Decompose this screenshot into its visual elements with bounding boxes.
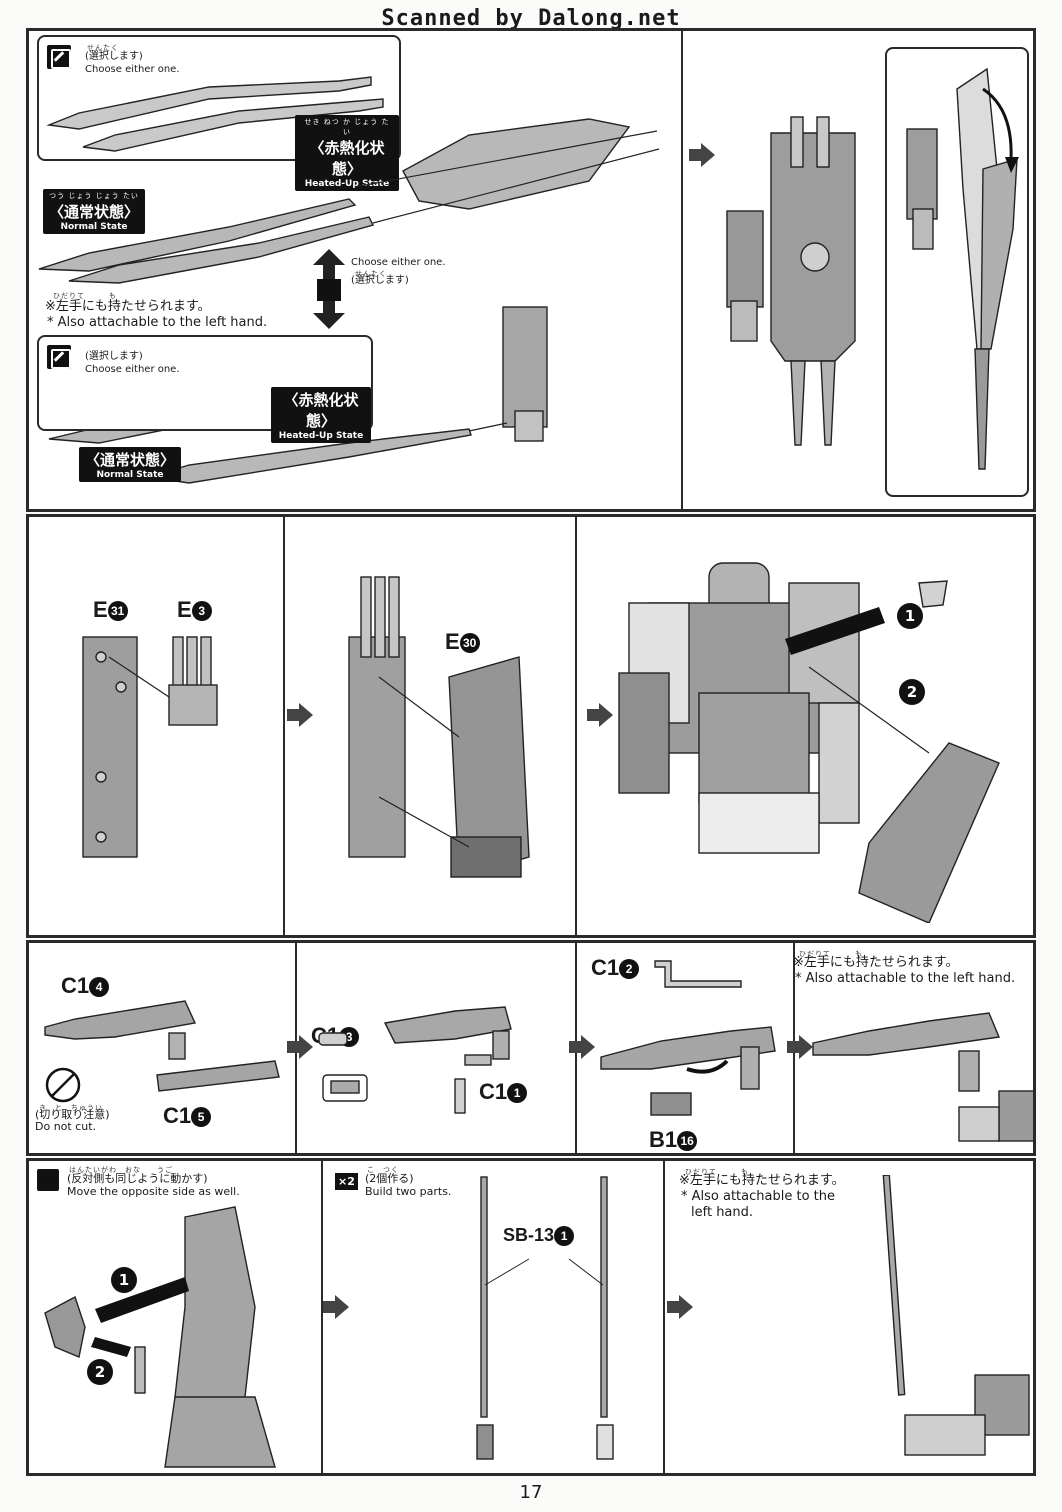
choose-jp-bottom: (選択します) xyxy=(85,351,143,362)
leg-armor-illustration xyxy=(44,1206,276,1468)
do-not-cut-icon xyxy=(45,1067,81,1103)
select-icon xyxy=(47,45,71,69)
left-hand-jp-3: ※左手にも持たせられます。 xyxy=(793,955,959,970)
step-marker-1: 1 xyxy=(111,1267,137,1293)
do-not-cut-jp: (切り取り注意) xyxy=(35,1108,110,1121)
step-marker-1: 1 xyxy=(897,603,923,629)
section-divider xyxy=(681,31,683,509)
rod-in-hand-illustration xyxy=(882,1175,1030,1456)
select-icon xyxy=(47,345,71,369)
normal-badge-bottom: 〈通常状態〉 Normal State xyxy=(79,447,182,482)
next-step-arrow xyxy=(287,703,313,727)
left-hand-ruby-4: ひだりて も xyxy=(685,1168,749,1176)
left-hand-ruby: ひだりて も xyxy=(53,292,117,300)
scan-credit: Scanned by Dalong.net xyxy=(381,6,681,31)
swap-arrow-icon xyxy=(313,249,345,329)
left-hand-jp-4: ※左手にも持たせられます。 xyxy=(679,1173,845,1188)
next-step-arrow xyxy=(287,1035,313,1059)
rack-assembly-illustration xyxy=(348,576,530,878)
next-step-arrow xyxy=(323,1295,349,1319)
section-divider xyxy=(663,1161,665,1473)
opposite-jp: (反対側も同じように動かす) xyxy=(67,1172,208,1185)
gun-grip-illustration xyxy=(600,960,776,1116)
step-marker-2: 2 xyxy=(87,1359,113,1385)
heated-badge-top: せき ねつ か じょう たい 〈赤熱化状態〉 Heated-Up State xyxy=(295,115,399,191)
opposite-ruby: はんたいがわ おな うご xyxy=(69,1166,173,1174)
left-hand-en: * Also attachable to the left hand. xyxy=(47,315,268,330)
choose-panel-bottom: (選択します) Choose either one. 〈赤熱化状態〉 Heate… xyxy=(37,335,373,443)
beam-saber-pair-illustration xyxy=(46,76,384,152)
left-hand-en-4-line2: left hand. xyxy=(691,1205,754,1220)
step-section-4: はんたいがわ おな うご (反対側も同じように動かす) Move the opp… xyxy=(26,1158,1036,1476)
gun-parts-illustration xyxy=(44,1000,280,1092)
choose-en: Choose either one. xyxy=(85,64,180,75)
detail-panel xyxy=(885,47,1029,497)
next-step-arrow xyxy=(787,1035,813,1059)
section-divider xyxy=(575,517,577,935)
choose-jp: (選択します) xyxy=(85,51,143,62)
left-hand-jp: ※左手にも持たせられます。 xyxy=(45,299,211,314)
mirror-icon xyxy=(37,1169,59,1191)
mounted-saber-illustration xyxy=(906,67,1019,470)
rack-parts-illustration xyxy=(82,636,218,858)
choose-mid-ruby: せんたく xyxy=(355,270,387,278)
step-marker-2: 2 xyxy=(899,679,925,705)
gun-assembly-illustration xyxy=(318,1006,512,1114)
choose-mid-en: Choose either one. xyxy=(351,257,446,268)
next-step-arrow xyxy=(587,703,613,727)
section-divider xyxy=(283,517,285,935)
page-number: 17 xyxy=(519,1482,543,1503)
choose-ruby: せんたく xyxy=(87,44,119,52)
step-section-3: C14 き と ちゅうい (切り取り注意) Do not cut. C15 C1… xyxy=(26,940,1036,1156)
backpack-weapon-illustration xyxy=(726,116,856,446)
choose-en-bottom: Choose either one. xyxy=(85,364,180,375)
left-hand-en-3: * Also attachable to the left hand. xyxy=(795,971,1016,986)
opposite-en: Move the opposite side as well. xyxy=(67,1185,240,1198)
next-step-arrow xyxy=(667,1295,693,1319)
build-two-jp: (2個作る) xyxy=(365,1172,414,1185)
mobile-suit-back-illustration xyxy=(618,562,1000,923)
next-step-arrow xyxy=(569,1035,595,1059)
left-hand-ruby-3: ひだりて も xyxy=(799,950,863,958)
do-not-cut-ruby: き と ちゅうい xyxy=(39,1104,103,1112)
normal-badge-top: つう じょう じょう たい 〈通常状態〉 Normal State xyxy=(43,189,146,234)
build-two-badge: ×2 xyxy=(335,1173,358,1190)
left-hand-en-4-line1: * Also attachable to the xyxy=(681,1189,835,1204)
beam-rod-illustration xyxy=(476,1176,614,1460)
build-two-en: Build two parts. xyxy=(365,1185,452,1198)
step-section-1: せんたく (選択します) Choose either one. せき ねつ か … xyxy=(26,28,1036,512)
choose-mid-jp: (選択します) xyxy=(351,275,409,286)
heated-badge-bottom: 〈赤熱化状態〉 Heated-Up State xyxy=(271,387,371,443)
section-divider xyxy=(321,1161,323,1473)
next-step-arrow xyxy=(689,143,715,167)
build-two-ruby: こ つく xyxy=(367,1166,399,1174)
do-not-cut-en: Do not cut. xyxy=(35,1120,97,1133)
choose-panel-top: せんたく (選択します) Choose either one. せき ねつ か … xyxy=(37,35,401,191)
gun-in-hand-illustration xyxy=(812,1012,1033,1142)
